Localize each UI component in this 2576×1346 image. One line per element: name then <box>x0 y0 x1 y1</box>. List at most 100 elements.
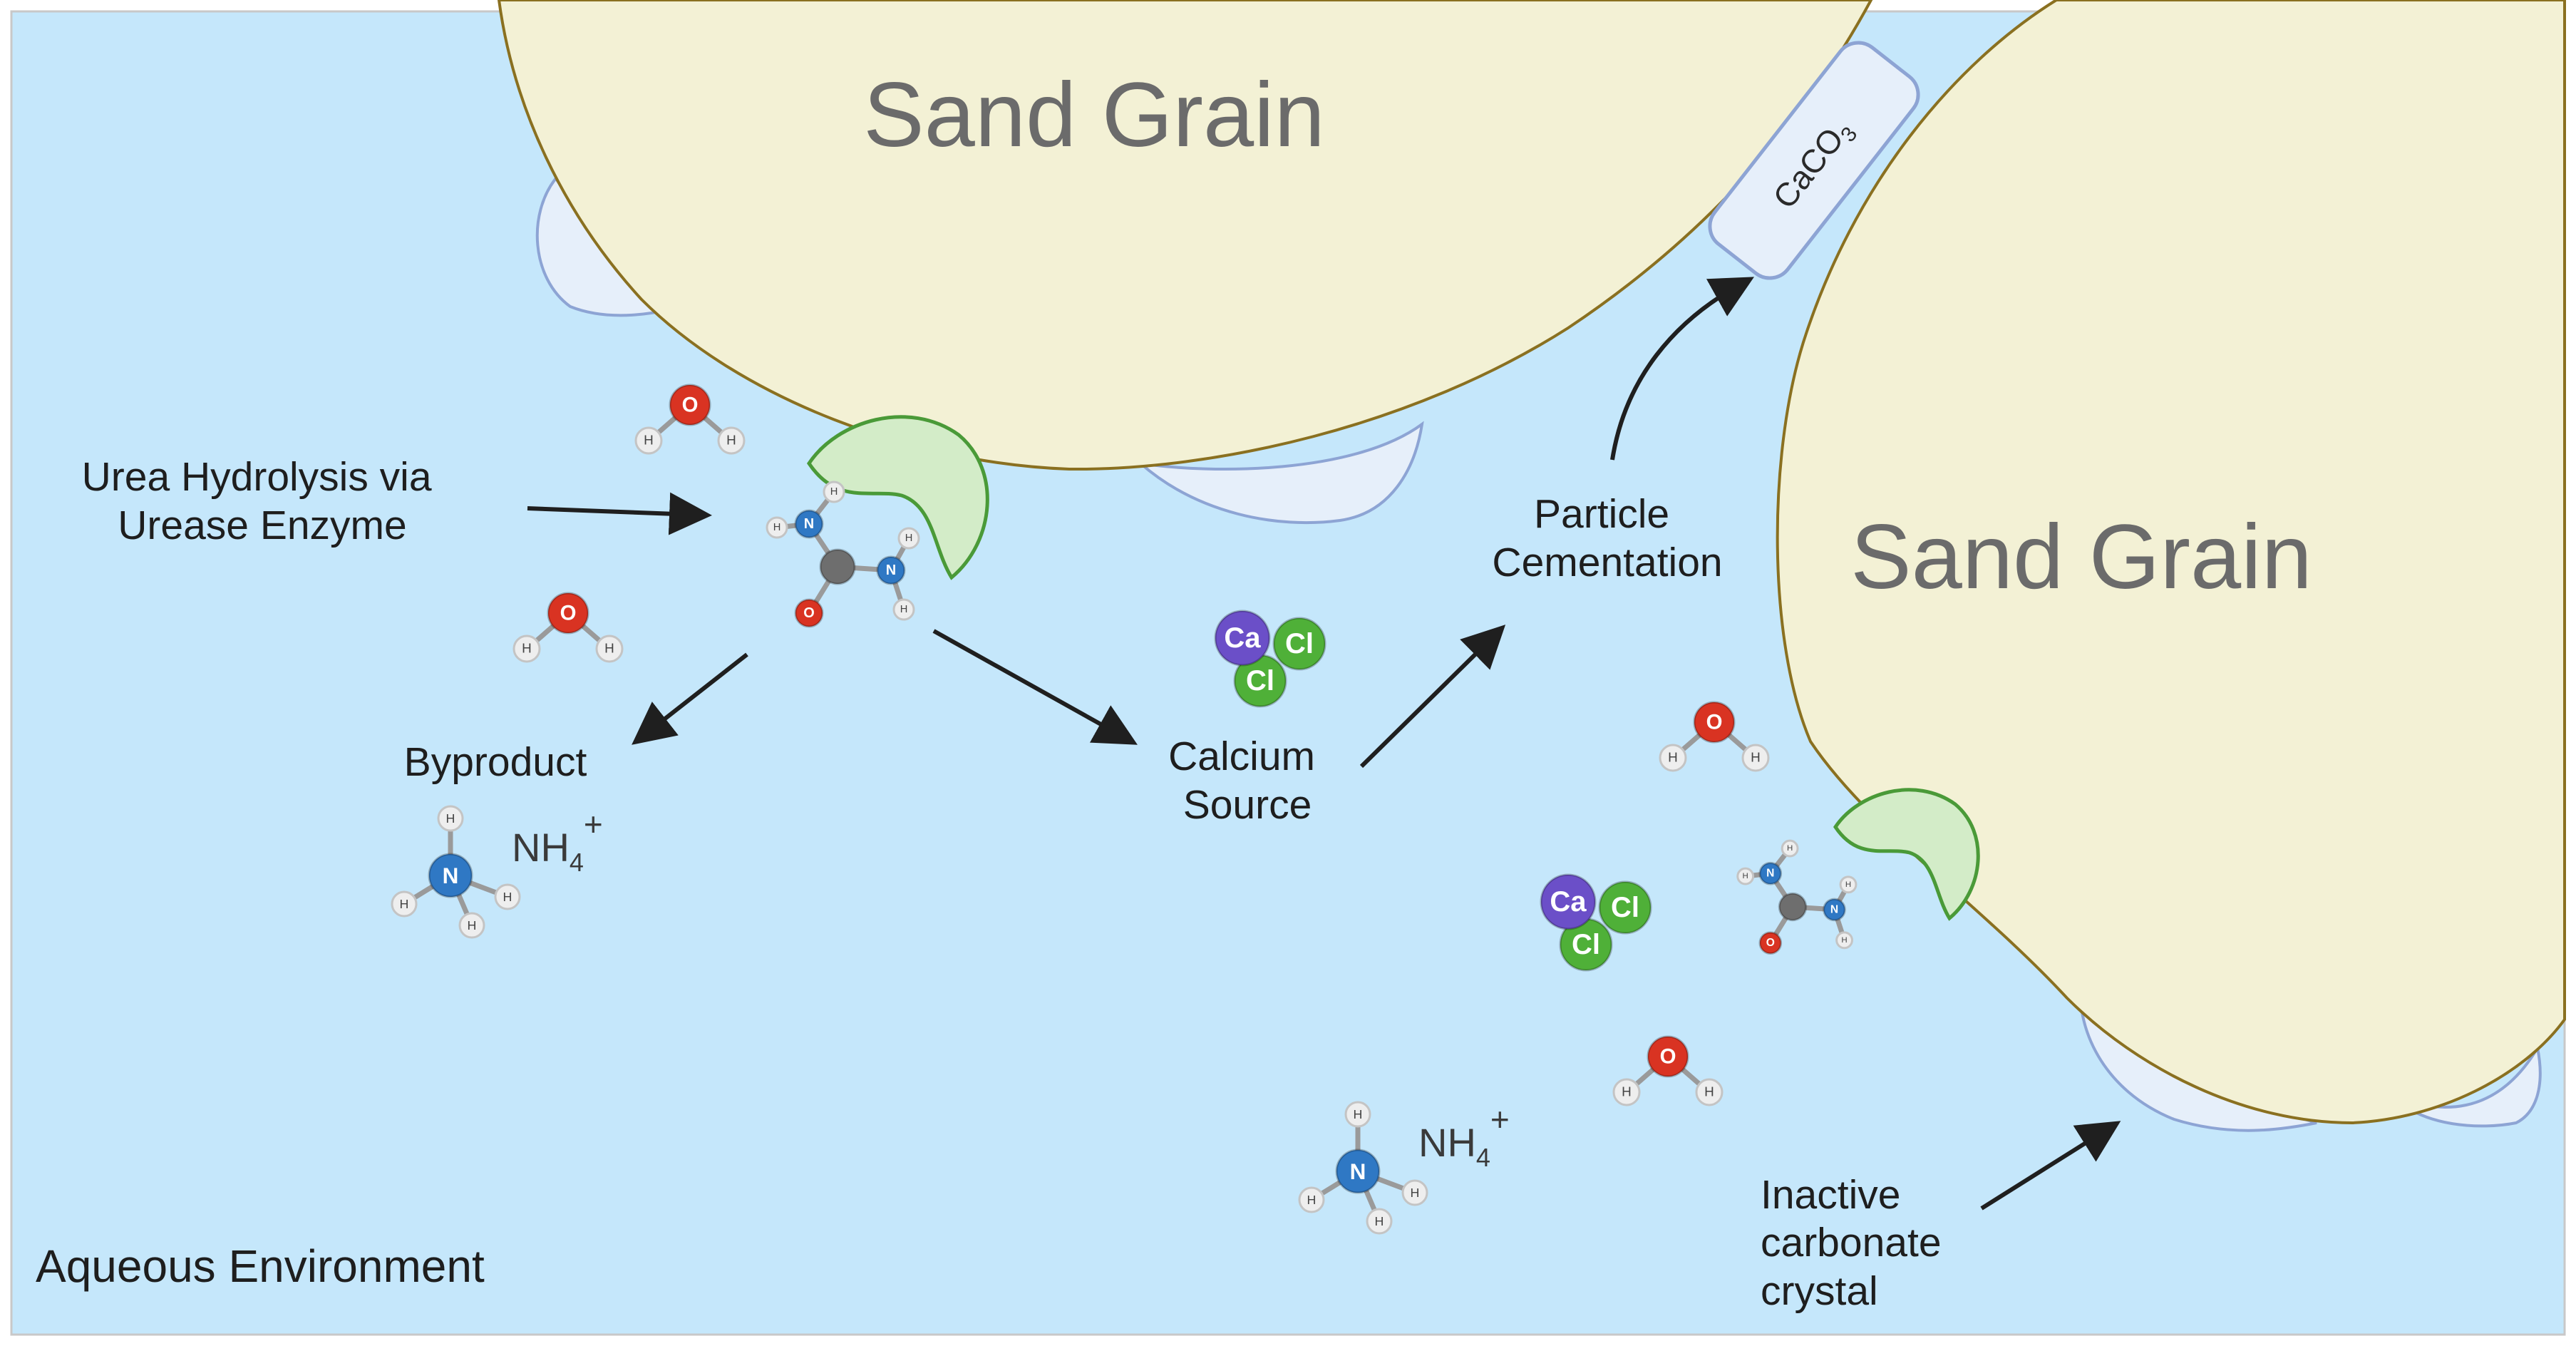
hydrogen-atom: H <box>892 598 915 621</box>
hydrogen-atom: H <box>494 883 521 910</box>
arrow-to-cementation <box>1359 625 1506 769</box>
urea-hydrolysis-line-1: Urea Hydrolysis via <box>82 454 432 500</box>
nitrogen-atom: N <box>428 853 473 898</box>
arrow-to-caco3-bridge <box>1610 277 1754 461</box>
hydrogen-atom: H <box>1659 744 1687 772</box>
hydrogen-atom-symbol: H <box>522 642 532 657</box>
ammonium-subscript: 4 <box>1476 1143 1490 1172</box>
oxygen-atom: O <box>669 384 711 426</box>
hydrogen-atom-symbol: H <box>1743 872 1748 880</box>
hydrogen-atom-symbol: H <box>400 897 409 911</box>
urea-hydrolysis-label: Urea Hydrolysis via Urease Enzyme <box>82 454 443 548</box>
nitrogen-atom: N <box>794 509 824 539</box>
hydrogen-atom-symbol: H <box>1704 1085 1714 1100</box>
hydrogen-atom-symbol: H <box>1787 844 1793 853</box>
ammonium-label-left: NH4+ <box>512 806 603 877</box>
hydrogen-atom: H <box>1736 867 1755 885</box>
particle-cementation-line-2: Cementation <box>1492 540 1722 585</box>
inactive-crystal-line-3: crystal <box>1761 1268 1878 1314</box>
nitrogen-atom-symbol: N <box>1350 1159 1366 1184</box>
sand-grain-top-label: Sand Grain <box>863 64 1325 166</box>
nitrogen-atom: N <box>876 555 906 585</box>
oxygen-atom: O <box>1758 931 1783 955</box>
oxygen-atom-symbol: O <box>803 605 815 621</box>
hydrogen-atom-symbol: H <box>1375 1214 1384 1228</box>
hydrogen-atom-symbol: H <box>1411 1186 1420 1200</box>
hydrogen-atom-symbol: H <box>1622 1085 1632 1100</box>
calcium-atom-symbol: Ca <box>1550 886 1587 918</box>
sand-grain-right-label: Sand Grain <box>1850 506 2312 608</box>
nitrogen-atom: N <box>1758 861 1783 885</box>
chlorine-atom: Cl <box>1598 880 1652 935</box>
calcium-source-label: Calcium Source <box>1168 734 1326 828</box>
water-molecule: H HO <box>512 592 624 663</box>
hydrogen-atom: H <box>1695 1078 1724 1106</box>
carbon-atom <box>1778 892 1808 922</box>
hydrogen-atom: H <box>1298 1186 1325 1213</box>
oxygen-atom-symbol: O <box>1706 711 1723 734</box>
oxygen-atom-symbol: O <box>1660 1045 1676 1069</box>
chlorine-atom-symbol: Cl <box>1572 929 1600 960</box>
hydrogen-atom: H <box>1366 1208 1393 1235</box>
ammonium-formula: NH <box>512 825 570 870</box>
hydrogen-atom: H <box>1835 931 1853 950</box>
hydrogen-atom-symbol: H <box>1354 1107 1363 1121</box>
urea-hydrolysis-line-2: Urease Enzyme <box>118 503 407 548</box>
water-molecule: H H O <box>1659 701 1770 772</box>
hydrogen-atom: H <box>1612 1078 1641 1106</box>
calcium-atom-symbol: Ca <box>1224 622 1261 654</box>
nitrogen-atom: N <box>1335 1149 1381 1194</box>
hydrogen-atom: H <box>823 481 845 503</box>
oxygen-atom: O <box>1693 701 1736 744</box>
ammonium-label-right: NH4+ <box>1418 1101 1510 1172</box>
nitrogen-atom-symbol: N <box>443 863 459 888</box>
arrow-to-byproduct <box>632 652 748 745</box>
chlorine-atom-symbol: Cl <box>1246 665 1274 697</box>
chlorine-atom-symbol: Cl <box>1611 892 1639 923</box>
hydrogen-atom-symbol: H <box>726 433 736 448</box>
hydrogen-atom: H <box>458 912 485 939</box>
oxygen-atom: O <box>1647 1035 1689 1078</box>
oxygen-atom: O <box>547 592 589 635</box>
hydrogen-atom-symbol: H <box>604 642 614 657</box>
hydrogen-atom-symbol: H <box>446 811 455 826</box>
byproduct-label: Byproduct <box>404 739 587 785</box>
arrow-to-urea <box>527 492 712 535</box>
water-molecule: H H O <box>1612 1035 1724 1106</box>
hydrogen-atom-symbol: H <box>1668 751 1678 766</box>
hydrogen-atom-symbol: H <box>503 890 512 904</box>
calcium-atom: Ca <box>1214 610 1271 667</box>
oxygen-atom: O <box>794 598 824 628</box>
process-arrows <box>527 277 2121 1211</box>
hydrogen-atom-symbol: H <box>468 918 477 933</box>
particle-cementation-line-1: Particle <box>1534 491 1669 537</box>
hydrogen-atom-symbol: H <box>900 604 908 615</box>
hydrogen-atom: H <box>1741 744 1770 772</box>
hydrogen-atom-symbol: H <box>773 522 781 533</box>
hydrogen-atom: H <box>897 527 920 550</box>
chlorine-atom: Cl <box>1272 617 1326 671</box>
aqueous-environment-label: Aqueous Environment <box>36 1240 485 1292</box>
chlorine-atom: Cl <box>1559 918 1613 972</box>
hydrogen-atom: H <box>1401 1179 1428 1206</box>
hydrogen-atom-symbol: H <box>1841 936 1847 945</box>
hydrogen-atom-symbol: H <box>1845 880 1851 889</box>
inactive-crystal-label: Inactive carbonate crystal <box>1761 1172 1952 1314</box>
hydrogen-atom: H <box>766 516 788 539</box>
carbonate-crystal-bottom <box>1135 421 1424 525</box>
hydrogen-atom: H <box>1839 875 1858 894</box>
nitrogen-atom-symbol: N <box>1766 868 1774 880</box>
caco3-bridge: CaCO3 <box>1708 41 1920 280</box>
chlorine-atom-symbol: Cl <box>1285 628 1314 659</box>
hydrogen-atom-symbol: H <box>1751 751 1761 766</box>
hydrogen-atom: H <box>1344 1101 1371 1128</box>
hydrogen-atom: H <box>391 890 418 918</box>
chlorine-atom: Cl <box>1233 654 1287 708</box>
